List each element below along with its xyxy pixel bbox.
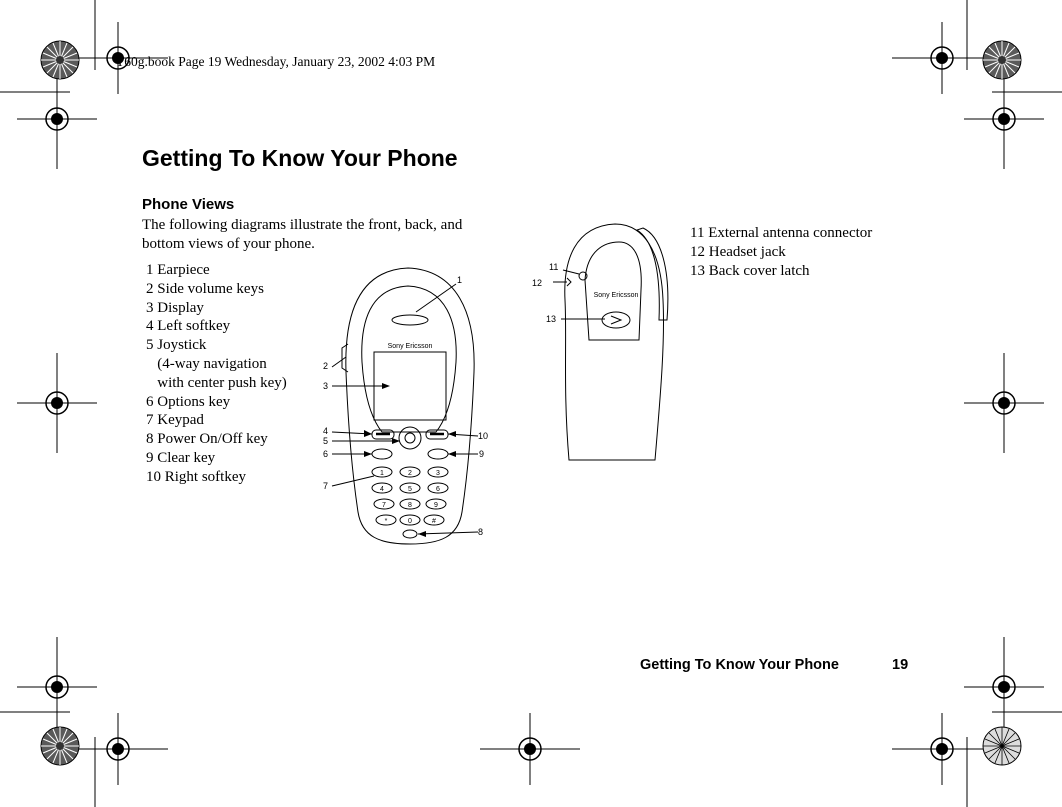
- legend-item: 1 Earpiece: [146, 262, 210, 278]
- keypad: [371, 466, 449, 526]
- crosshair-mark: [17, 353, 97, 453]
- callout-number: 13: [546, 314, 556, 324]
- legend-item: (4-way navigation: [146, 355, 267, 372]
- legend-item: 5 Joystick: [146, 337, 207, 354]
- side-volume-keys: [341, 343, 349, 373]
- crosshair-mark: [964, 353, 1044, 453]
- callout-number: 7: [323, 481, 328, 491]
- back-phone-diagram: Sony Ericsson 11 12 13: [532, 223, 669, 461]
- legend-item: 2 Side volume keys: [146, 280, 264, 297]
- crosshair-mark: [480, 713, 580, 785]
- front-phone-diagram: Sony Ericsson 1 2 3 4 5 6 7 8 9 * 0 # 1 …: [323, 267, 488, 545]
- page-number: 19: [892, 657, 909, 673]
- key-label: 4: [380, 486, 384, 493]
- belt-clip: [635, 227, 669, 321]
- crosshair-mark: [68, 22, 168, 94]
- key-label: 1: [380, 470, 384, 477]
- joystick: [398, 426, 422, 450]
- phone-body-outline: [345, 267, 475, 545]
- callout-number: 4: [323, 426, 328, 436]
- left-softkey: [371, 429, 395, 440]
- callout-number: 10: [478, 431, 488, 441]
- star-target-mark: [40, 726, 80, 766]
- key-label: 3: [436, 470, 440, 477]
- brand-label: Sony Ericsson: [594, 292, 639, 299]
- key-label: 9: [434, 502, 438, 509]
- crosshair-mark: [17, 637, 97, 737]
- legend-item: 3 Display: [146, 299, 204, 316]
- crosshair-mark: [68, 713, 168, 785]
- key-label: 2: [408, 470, 412, 477]
- power-key: [402, 529, 418, 539]
- key-label: 6: [436, 486, 440, 493]
- callout-number: 8: [478, 527, 483, 537]
- headset-jack: [566, 277, 572, 287]
- key-label: 0: [408, 518, 412, 525]
- front-view-legend: 1 Earpiece 2 Side volume keys 3 Display …: [146, 261, 287, 487]
- legend-item: with center push key): [146, 374, 287, 391]
- star-target-mark: [40, 40, 80, 80]
- legend-item: 4 Left softkey: [146, 318, 231, 335]
- callout-number: 9: [479, 449, 484, 459]
- footer-chapter-title: Getting To Know Your Phone: [640, 657, 839, 673]
- callout-number: 2: [323, 361, 328, 371]
- earpiece: [391, 314, 429, 326]
- crosshair-mark: [892, 22, 992, 94]
- phone-back-outline: [564, 223, 665, 461]
- clear-key: [427, 448, 449, 460]
- legend-item: 9 Clear key: [146, 449, 216, 466]
- legend-item: 11 External antenna connector: [690, 225, 873, 241]
- options-key: [371, 448, 393, 460]
- crosshair-mark: [892, 713, 992, 785]
- key-label: 8: [408, 502, 412, 509]
- external-antenna-connector: [578, 271, 588, 281]
- callout-number: 6: [323, 449, 328, 459]
- legend-item: 7 Keypad: [146, 412, 204, 429]
- callout-number: 12: [532, 278, 542, 288]
- page-title: Getting To Know Your Phone: [142, 145, 458, 171]
- legend-item: 12 Headset jack: [690, 243, 786, 260]
- legend-item: 8 Power On/Off key: [146, 431, 268, 448]
- intro-paragraph: The following diagrams illustrate the fr…: [142, 217, 463, 252]
- legend-item: 13 Back cover latch: [690, 262, 810, 279]
- back-view-legend: 11 External antenna connector 12 Headset…: [690, 224, 872, 280]
- callout-number: 5: [323, 436, 328, 446]
- back-cover-latch: [601, 311, 631, 329]
- key-label: 7: [382, 502, 386, 509]
- legend-item: 6 Options key: [146, 393, 231, 410]
- star-target-mark: [982, 726, 1022, 766]
- crosshair-mark: [964, 637, 1044, 737]
- section-heading: Phone Views: [142, 196, 235, 213]
- crosshair-mark: [964, 69, 1044, 169]
- key-label: *: [385, 518, 388, 525]
- legend-item: 10 Right softkey: [146, 468, 246, 485]
- crosshair-mark: [17, 69, 97, 169]
- book-page-header: T60g.book Page 19 Wednesday, January 23,…: [116, 54, 436, 69]
- callout-number: 3: [323, 381, 328, 391]
- callout-number: 1: [457, 275, 462, 285]
- phone-face-outline: [361, 285, 457, 433]
- key-label: #: [432, 518, 436, 525]
- key-label: 5: [408, 486, 412, 493]
- brand-label: Sony Ericsson: [388, 343, 433, 350]
- star-target-mark: [982, 40, 1022, 80]
- callout-number: 11: [549, 262, 558, 272]
